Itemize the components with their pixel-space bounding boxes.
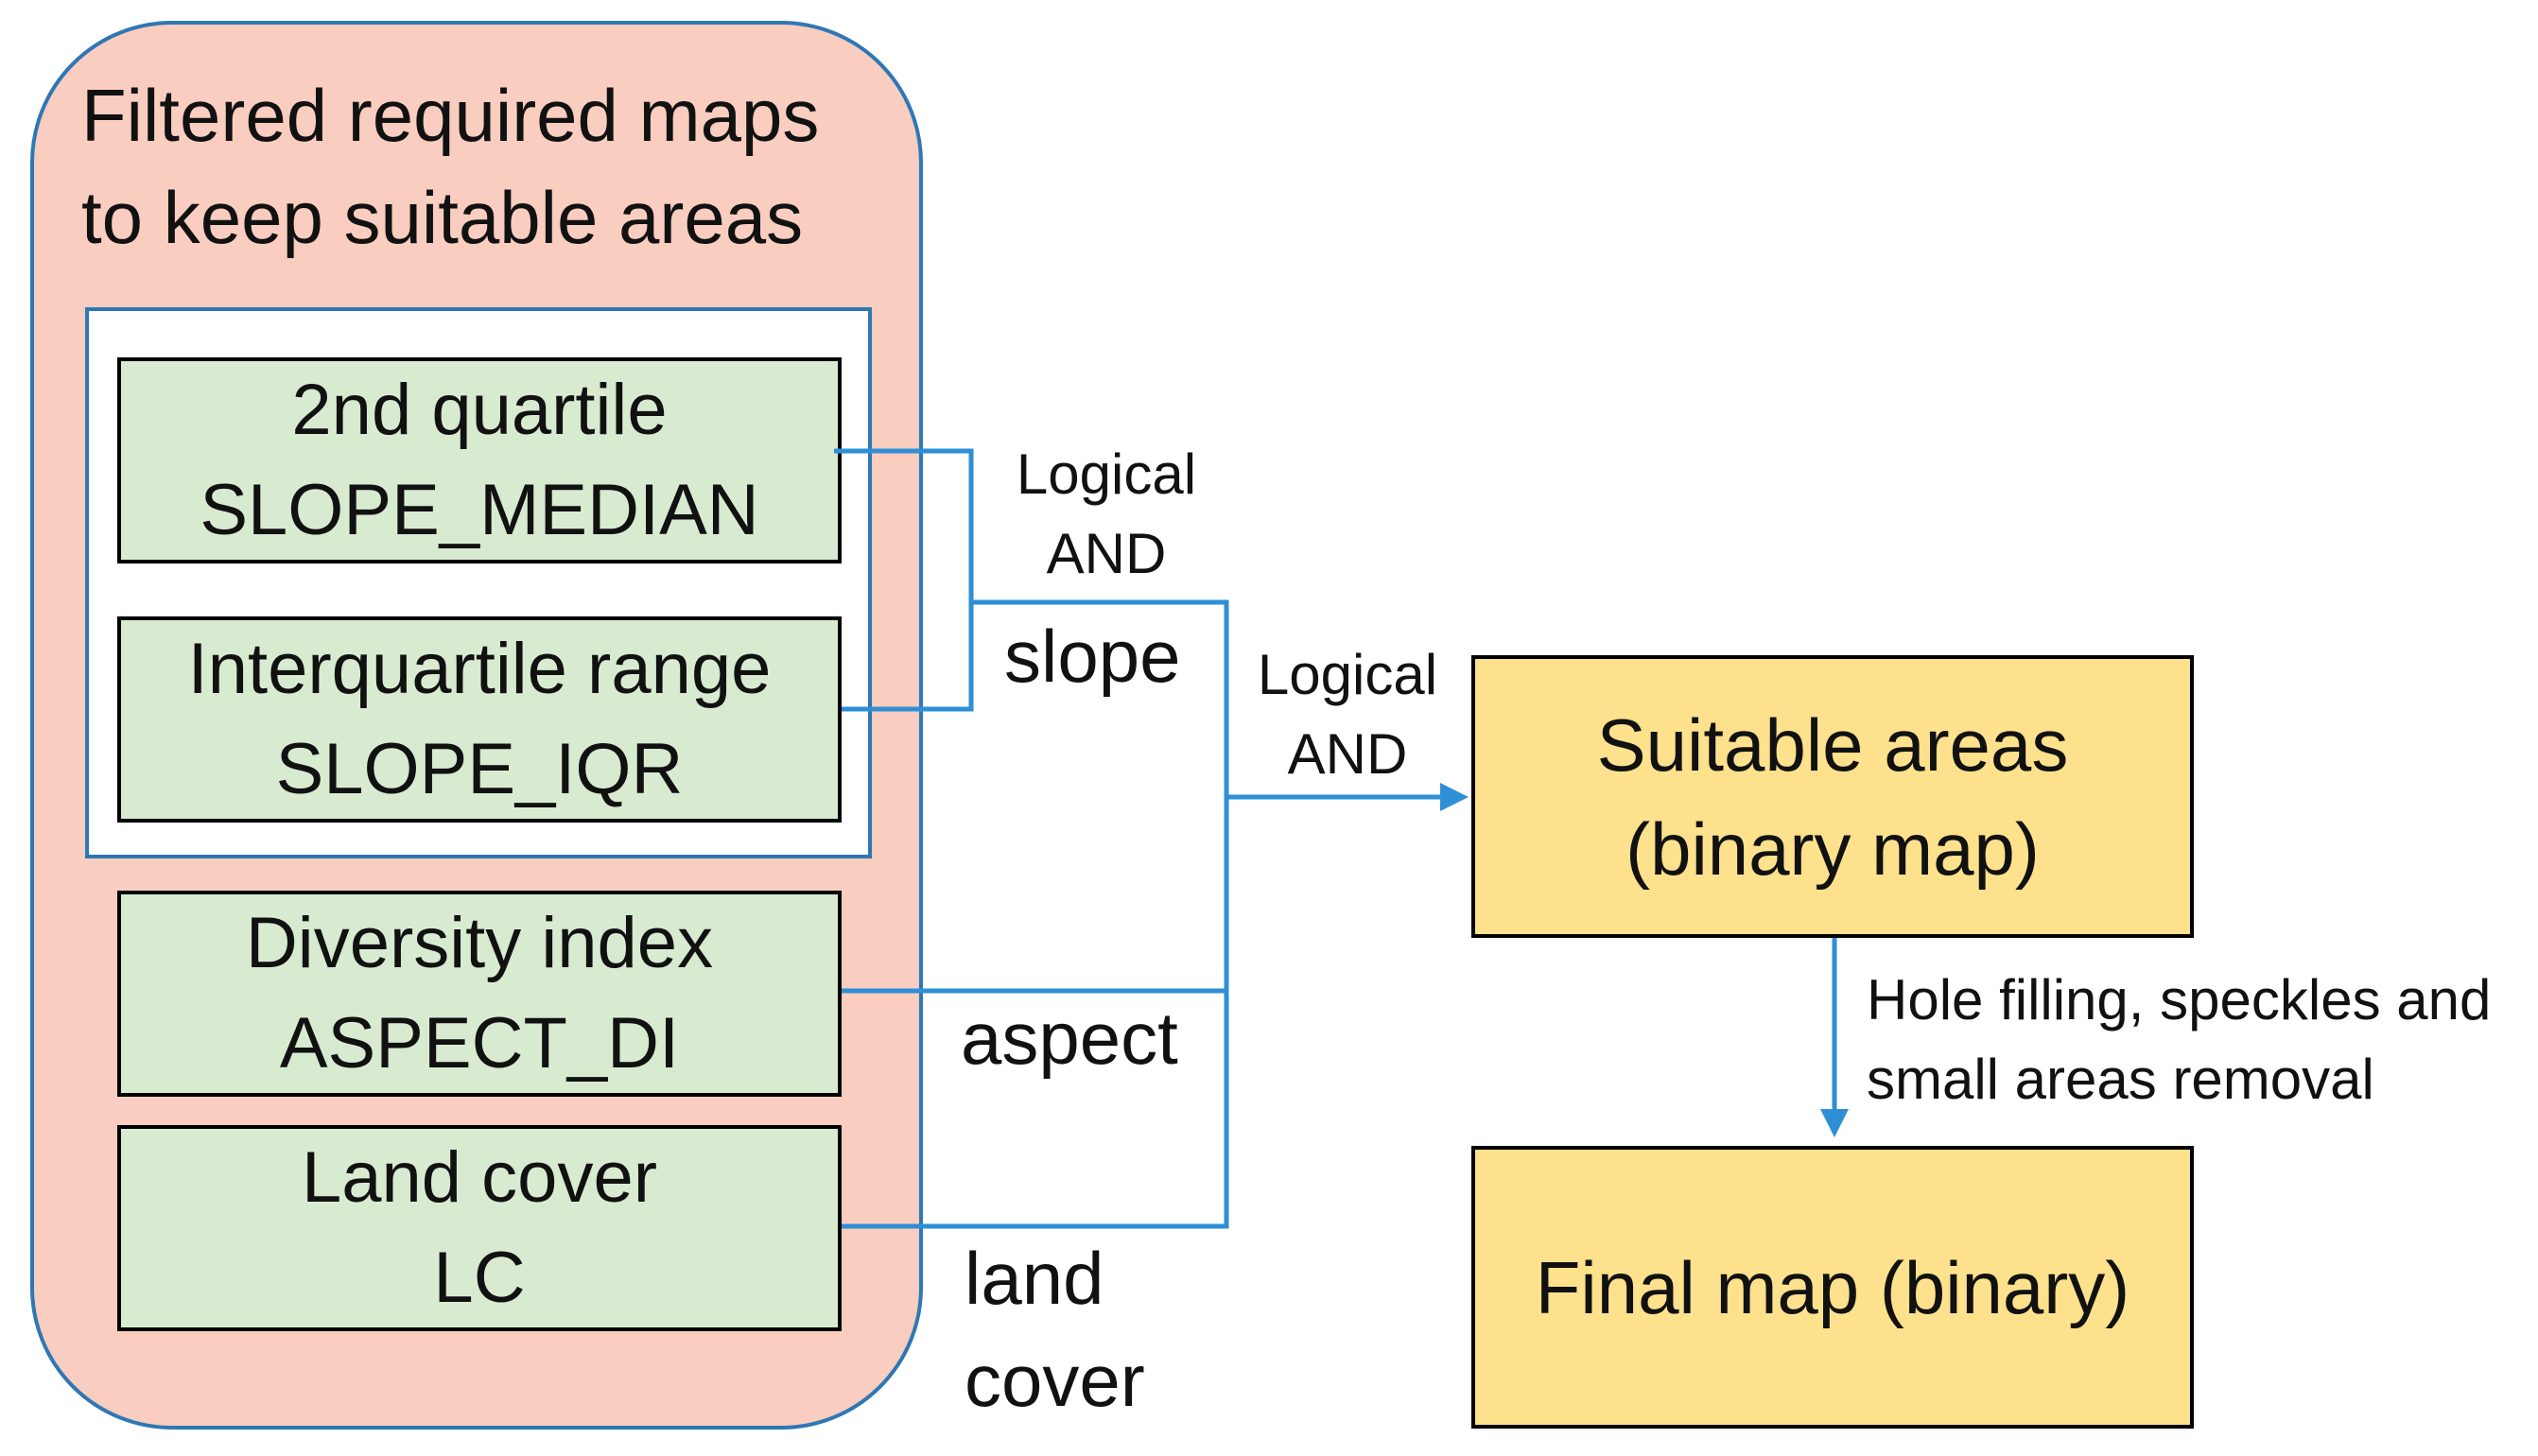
land-cover-branch-line2: cover: [965, 1339, 1145, 1422]
slope-median-connector: [834, 448, 974, 602]
postprocess-note-line2: small areas removal: [1867, 1048, 2374, 1111]
aspect-di-box: Diversity index ASPECT_DI: [117, 891, 842, 1097]
land-cover-code: LC: [433, 1238, 526, 1318]
aspect-branch-label: aspect: [961, 997, 1178, 1080]
slope-combined-connector: [971, 599, 1229, 797]
land-cover-label: Land cover: [301, 1137, 658, 1218]
land-cover-box: Land cover LC: [117, 1125, 842, 1331]
land-cover-connector: [842, 797, 1229, 1229]
slope-iqr-connector: [842, 602, 974, 712]
logical-and-slope-line1: Logical: [1016, 442, 1197, 506]
land-cover-branch-label: land cover: [965, 1227, 1145, 1431]
slope-iqr-box: Interquartile range SLOPE_IQR: [117, 616, 842, 823]
logical-and-all-line1: Logical: [1257, 643, 1438, 706]
slope-median-label: 2nd quartile: [291, 370, 668, 450]
group-title-line2: to keep suitable areas: [81, 176, 804, 259]
final-map-box: Final map (binary): [1471, 1146, 2194, 1429]
slope-branch-label: slope: [1004, 615, 1181, 698]
logical-and-all-label: Logical AND: [1234, 635, 1461, 794]
slope-iqr-label: Interquartile range: [187, 629, 772, 709]
postprocess-note: Hole filling, speckles and small areas r…: [1867, 961, 2491, 1119]
aspect-connector: [842, 797, 1229, 994]
group-title-line1: Filtered required maps: [81, 74, 820, 157]
logical-and-slope-label: Logical AND: [993, 435, 1220, 594]
suitable-areas-box: Suitable areas (binary map): [1471, 655, 2194, 938]
final-map-title: Final map (binary): [1535, 1245, 2130, 1329]
logical-and-all-line2: AND: [1287, 722, 1408, 786]
aspect-di-code: ASPECT_DI: [279, 1003, 680, 1083]
slope-median-box: 2nd quartile SLOPE_MEDIAN: [117, 357, 842, 563]
slope-iqr-code: SLOPE_IQR: [275, 729, 684, 809]
slope-median-code: SLOPE_MEDIAN: [200, 470, 759, 550]
filtered-maps-group-title: Filtered required maps to keep suitable …: [81, 64, 895, 269]
suitable-areas-subtitle: (binary map): [1625, 806, 2040, 891]
aspect-di-label: Diversity index: [245, 903, 714, 983]
land-cover-branch-line1: land: [965, 1237, 1104, 1320]
logical-and-slope-line2: AND: [1046, 522, 1167, 585]
suitable-areas-title: Suitable areas: [1596, 702, 2069, 787]
postprocess-note-line1: Hole filling, speckles and: [1867, 968, 2492, 1031]
